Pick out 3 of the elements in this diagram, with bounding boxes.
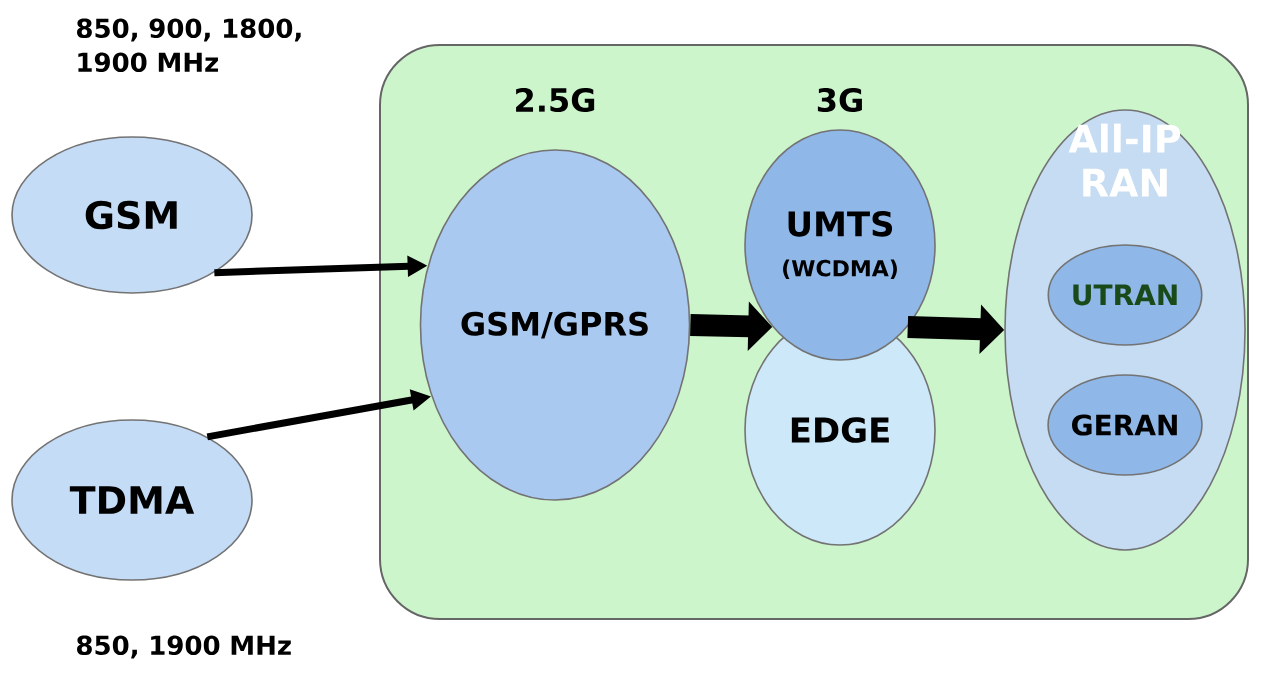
- frequency-label: 850, 900, 1800, 1900 MHz: [77, 18, 301, 73]
- generation-label: 2.5G: [516, 87, 595, 113]
- frequency-label: 850, 1900 MHz: [77, 635, 291, 659]
